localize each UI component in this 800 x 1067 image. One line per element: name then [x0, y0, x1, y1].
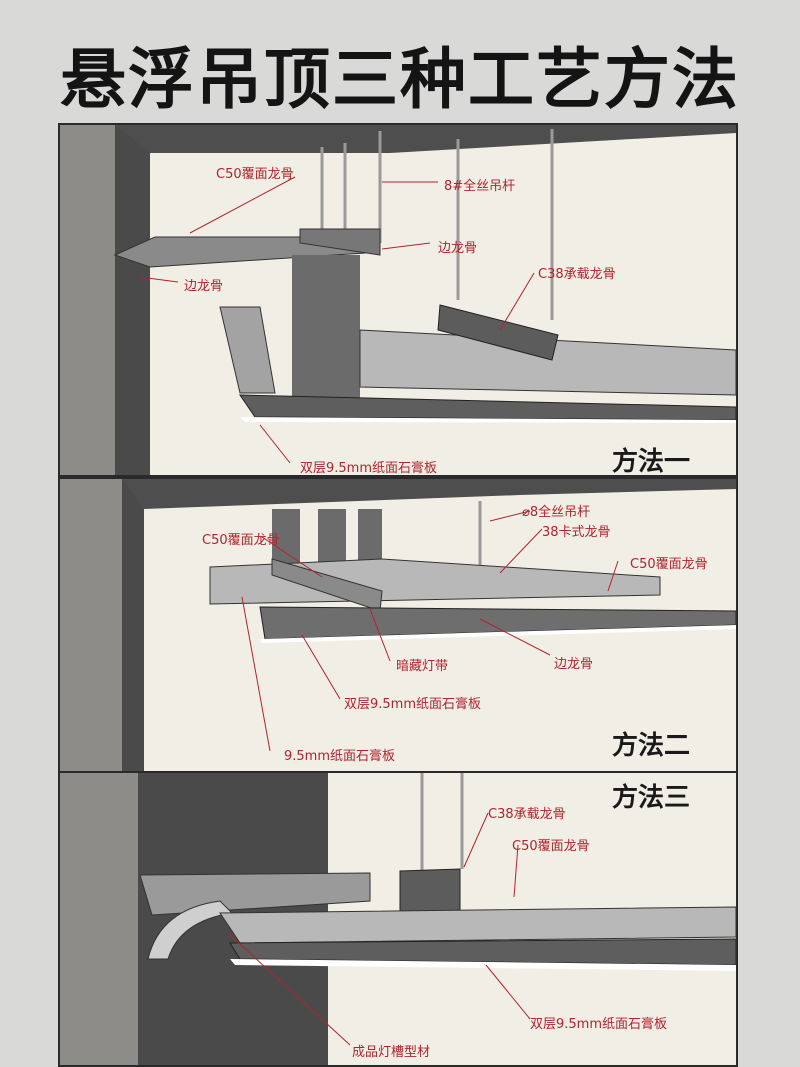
method-one-title: 方法一: [612, 447, 691, 477]
label-edge-keel: 边龙骨: [554, 657, 594, 672]
c50-keels: [209, 558, 661, 605]
method-three-illustration: [60, 773, 736, 1065]
label-c50-keel: C50覆面龙骨: [512, 839, 590, 854]
label-c38-keel: C38承载龙骨: [538, 267, 616, 282]
leader-line: [607, 560, 619, 592]
wall-face: [122, 479, 144, 771]
label-double-board: 双层9.5mm纸面石膏板: [344, 697, 482, 712]
label-c50-keel-right: C50覆面龙骨: [630, 557, 708, 572]
method-one-illustration: [60, 125, 736, 475]
method-three-panel: 方法三 C38承载龙骨 C50覆面龙骨 双层9.5mm纸面石膏板 成品灯槽型材: [58, 771, 738, 1067]
gypsum-board-edge: [240, 417, 736, 423]
method-two-panel: ⌀8全丝吊杆 38卡式龙骨 C50覆面龙骨 C50覆面龙骨 暗藏灯带 边龙骨 双…: [58, 477, 738, 773]
leader-line: [463, 812, 489, 868]
label-card-keel: 38卡式龙骨: [542, 525, 611, 540]
leader-line: [513, 844, 519, 898]
label-threaded-rod: 8#全丝吊杆: [444, 179, 516, 194]
label-hidden-light: 暗藏灯带: [396, 659, 449, 674]
label-threaded-rod: ⌀8全丝吊杆: [522, 505, 591, 520]
gypsum-board: [259, 606, 736, 640]
label-edge-keel-lower: 边龙骨: [184, 279, 224, 294]
label-c50-keel-left: C50覆面龙骨: [202, 533, 280, 548]
method-three-title: 方法三: [612, 783, 691, 813]
label-c50-keel: C50覆面龙骨: [216, 167, 294, 182]
gypsum-board-double: [239, 394, 736, 421]
method-two-title: 方法二: [612, 731, 691, 761]
leader-line: [499, 528, 543, 574]
leader-line: [479, 618, 551, 656]
gypsum-board-edge: [260, 625, 736, 643]
edge-keel-top: [299, 228, 381, 256]
wall-face: [115, 125, 150, 475]
c50-keels: [359, 329, 736, 396]
concrete-wall: [60, 479, 122, 771]
label-double-board: 双层9.5mm纸面石膏板: [300, 461, 438, 476]
label-double-board: 双层9.5mm纸面石膏板: [530, 1017, 668, 1032]
gypsum-board-double: [229, 938, 736, 966]
leader-line: [227, 932, 351, 1046]
leader-line: [139, 276, 179, 283]
drop-box-face: [292, 255, 360, 405]
ceiling-slab: [115, 125, 736, 153]
drop-box: [318, 509, 346, 569]
leader-line: [261, 536, 323, 578]
gypsum-board-edge: [230, 959, 736, 971]
leader-line: [241, 596, 271, 752]
concrete-wall: [60, 773, 138, 1065]
leader-line: [485, 964, 531, 1020]
leader-line: [381, 242, 431, 250]
light-trough-curve: [147, 900, 234, 960]
leader-line: [499, 272, 535, 331]
leader-line: [259, 424, 291, 464]
page-title: 悬浮吊顶三种工艺方法: [60, 41, 740, 118]
edge-keel-lower: [219, 306, 276, 394]
label-edge-keel-upper: 边龙骨: [438, 241, 478, 256]
method-two-illustration: [60, 479, 736, 771]
c50-keels: [219, 906, 736, 944]
label-single-board: 9.5mm纸面石膏板: [284, 749, 396, 764]
light-trough-profile: [139, 872, 371, 916]
ceiling-slab: [122, 479, 736, 509]
label-light-trough: 成品灯槽型材: [352, 1045, 431, 1060]
c38-keel: [437, 304, 559, 361]
label-c38-keel: C38承载龙骨: [488, 807, 566, 822]
leader-line: [189, 176, 296, 234]
leader-line: [301, 634, 341, 700]
concrete-wall: [60, 125, 115, 475]
leader-line: [369, 608, 391, 662]
leader-line: [489, 510, 531, 522]
method-one-panel: C50覆面龙骨 8#全丝吊杆 边龙骨 边龙骨 C38承载龙骨 双层9.5mm纸面…: [58, 123, 738, 477]
